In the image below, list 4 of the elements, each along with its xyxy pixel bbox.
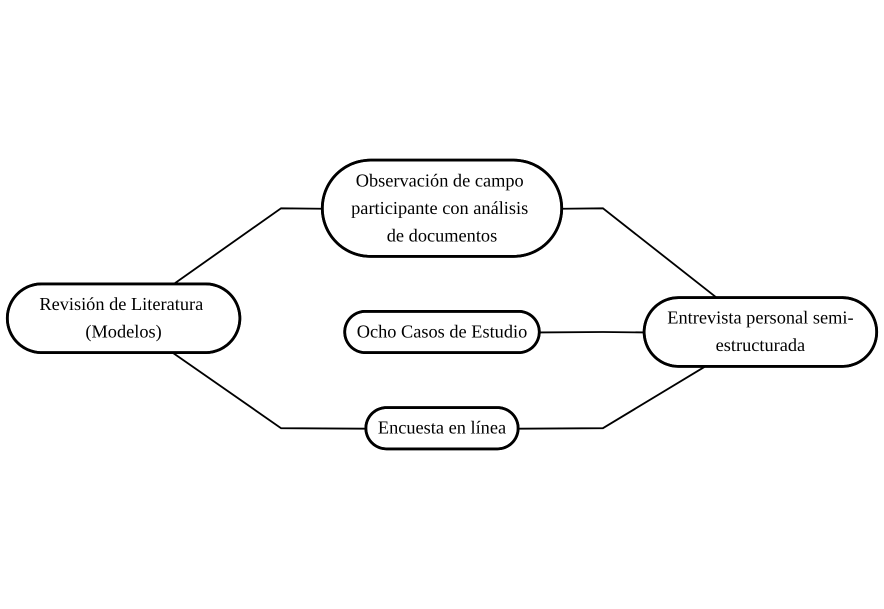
connector <box>518 366 706 430</box>
connector <box>172 352 366 430</box>
connector <box>562 207 718 299</box>
connector <box>540 331 645 334</box>
